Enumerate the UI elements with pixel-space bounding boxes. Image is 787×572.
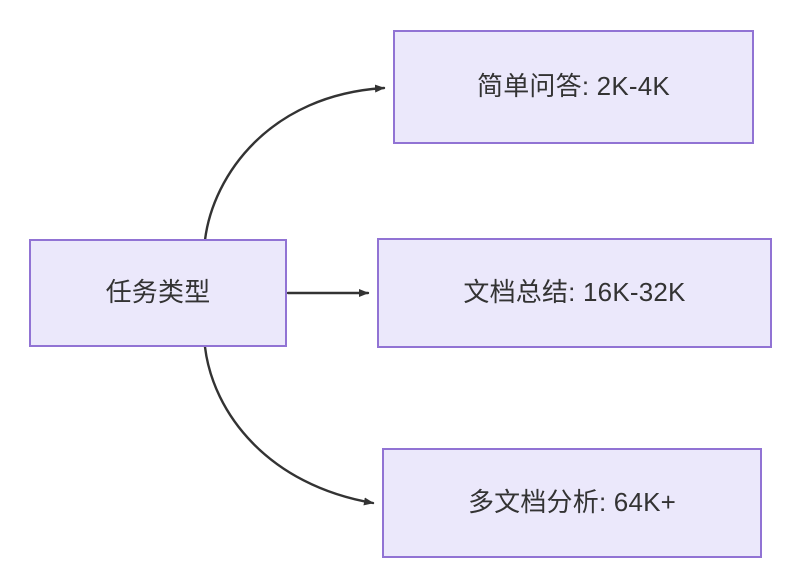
node-simple-qa[interactable]: 简单问答: 2K-4K <box>393 30 754 144</box>
node-task-type-label: 任务类型 <box>105 277 211 308</box>
node-simple-qa-label: 简单问答: 2K-4K <box>477 71 670 102</box>
edge-source-to-simple-qa <box>203 84 386 242</box>
edge-source-to-multi-doc <box>203 345 375 506</box>
node-task-type[interactable]: 任务类型 <box>29 239 287 347</box>
node-multi-doc[interactable]: 多文档分析: 64K+ <box>382 448 762 558</box>
node-doc-summary[interactable]: 文档总结: 16K-32K <box>377 238 772 348</box>
node-doc-summary-label: 文档总结: 16K-32K <box>463 277 686 308</box>
node-multi-doc-label: 多文档分析: 64K+ <box>467 487 677 518</box>
